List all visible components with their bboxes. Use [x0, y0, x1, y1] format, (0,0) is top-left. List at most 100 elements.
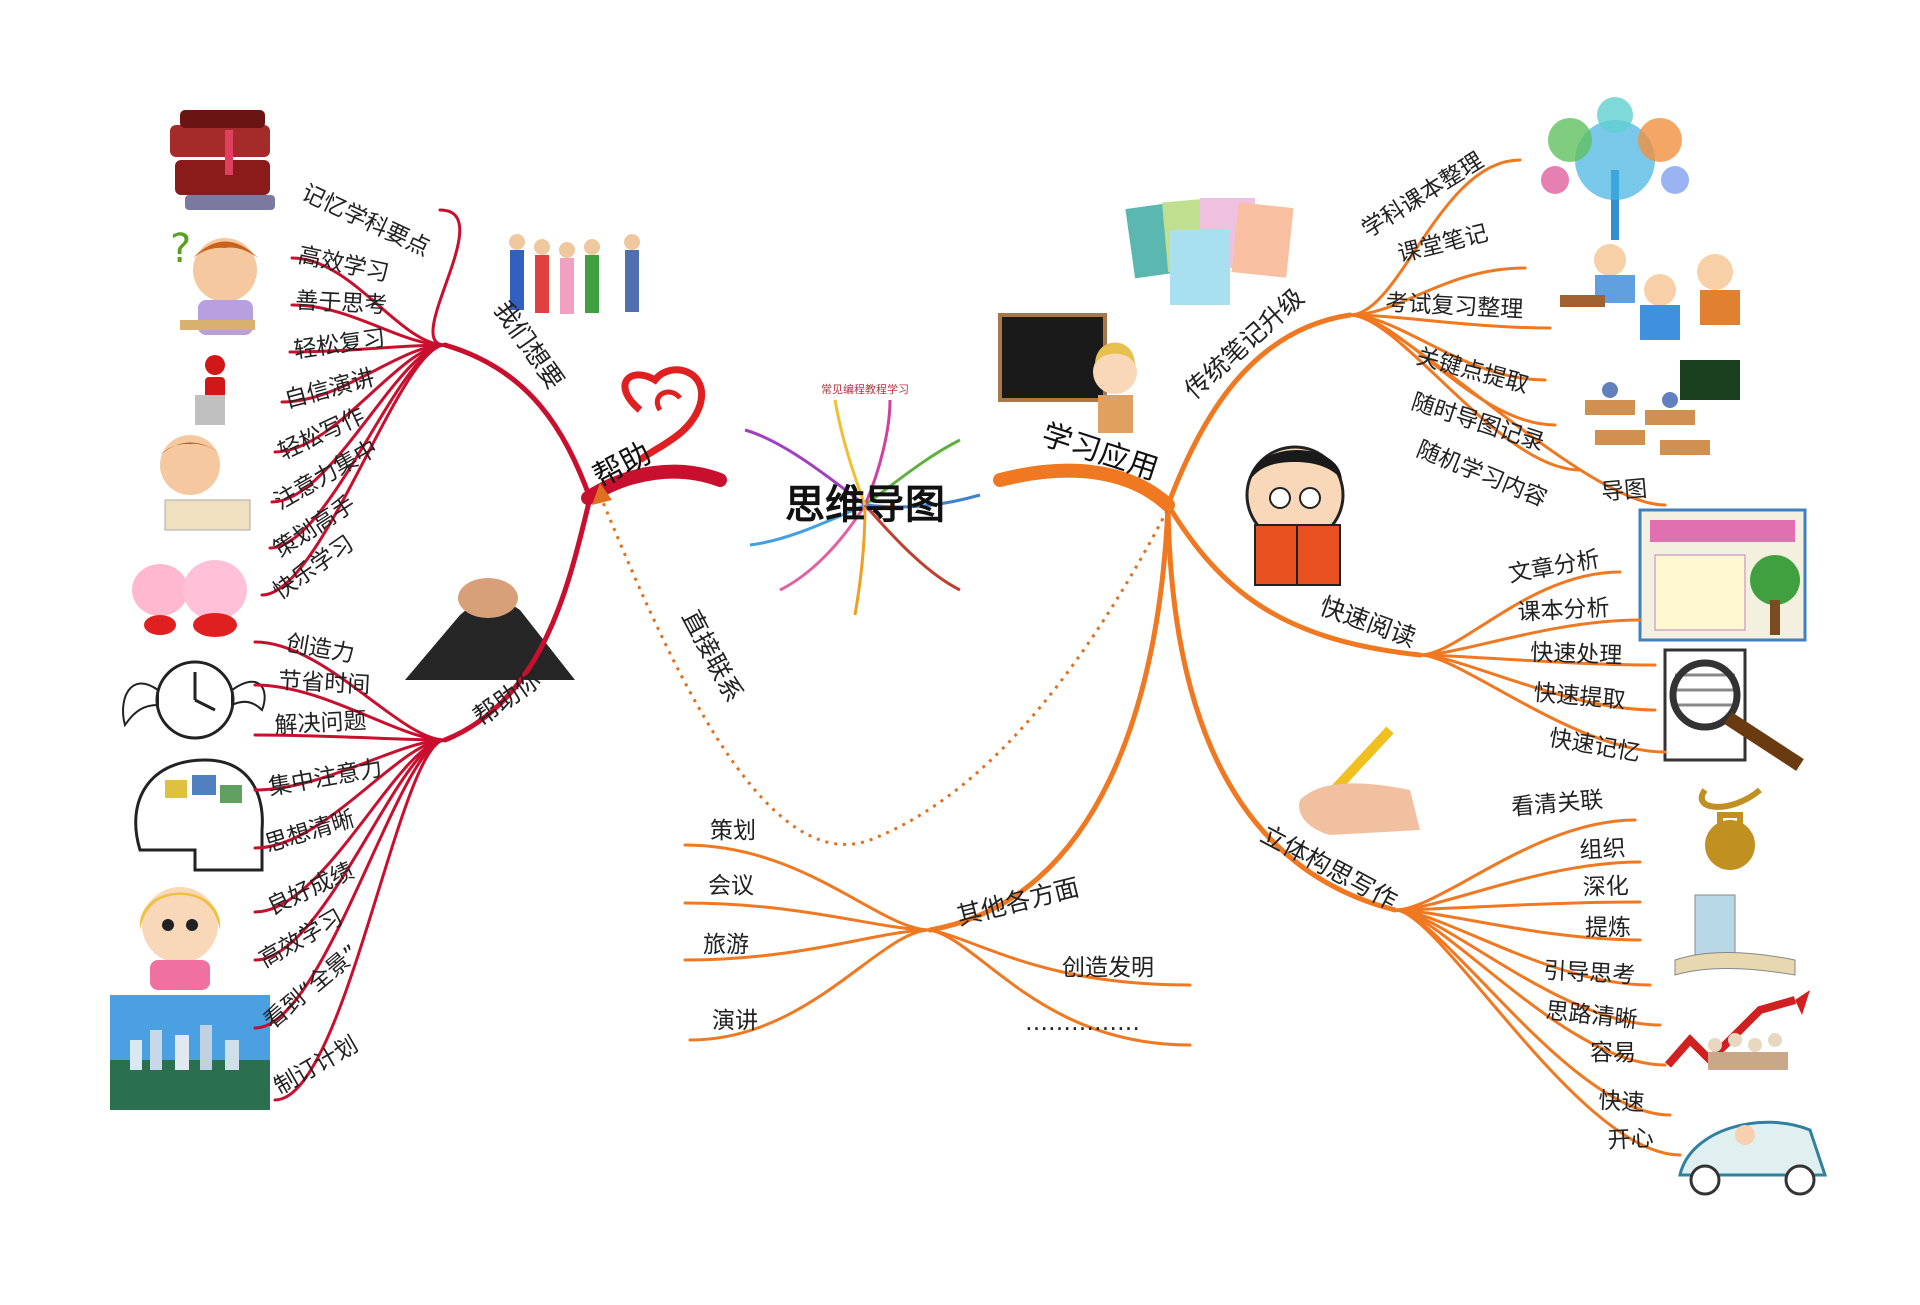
sub-writing-line: [1165, 502, 1398, 913]
writing-leaf-line-2: [1393, 860, 1642, 912]
want-leaf-line-6: [273, 343, 447, 454]
reading-leaf-4: 快速提取: [1532, 680, 1626, 714]
reading-leaf-line-3: [1418, 653, 1657, 667]
help-you-leaf-line-8: [253, 738, 447, 1030]
writing-leaf-line-4: [1393, 908, 1642, 942]
want-leaf-2: 高效学习: [296, 242, 391, 287]
other-leaf-1: 策划: [710, 818, 756, 844]
help-you-leaf-line-5: [253, 738, 447, 850]
help-you-leaf-line-1: [253, 640, 447, 742]
sub-other-line: [927, 502, 1171, 933]
sub-help-you-line: [442, 495, 593, 743]
want-leaf-line-2: [290, 256, 447, 347]
help-you-leaf-1: 创造力: [284, 630, 356, 668]
classroom-icon: [1585, 360, 1740, 455]
writing-leaf-6: 思路清晰: [1544, 998, 1638, 1033]
help-you-leaf-line-9: [273, 738, 447, 1102]
notes-leaf-line-4: [1348, 313, 1547, 382]
help-you-leaf-line-2: [253, 683, 447, 742]
speaker-icon: [195, 355, 225, 425]
writing-leaf-line-3: [1393, 900, 1642, 912]
want-leaf-line-9: [260, 343, 447, 597]
reading-boy-icon: [1245, 445, 1345, 586]
other-leaf-3: 旅游: [703, 932, 749, 958]
writing-leaf-7: 容易: [1590, 1040, 1636, 1066]
writing-leaf-4: 提炼: [1585, 915, 1631, 941]
trunk-app: [993, 463, 1175, 512]
studying-students-icon: [1560, 244, 1740, 340]
writing-leaf-8: 快速: [1598, 1088, 1645, 1116]
writing-leaf-5: 引导思考: [1543, 958, 1636, 989]
dotted-link-line: [598, 494, 1172, 846]
books-icon: [170, 110, 275, 210]
sub-reading-label: 快速阅读: [1316, 591, 1420, 652]
jumping-kids-icon: [509, 234, 640, 314]
other-leaf-line-2: [683, 901, 932, 932]
help-you-leaf-6: 良好成绩: [264, 858, 358, 920]
other-leaf-line-3: [683, 928, 932, 962]
sub-want-line: [442, 342, 593, 501]
handshake-icon: [405, 578, 575, 680]
smiling-girl-icon: [139, 887, 221, 990]
reading-leaf-line-2: [1418, 618, 1642, 657]
writing-leaf-9: 开心: [1607, 1126, 1654, 1154]
want-leaf-3: 善于思考: [295, 288, 388, 319]
notes-leaf-2: 课堂笔记: [1395, 220, 1491, 267]
help-you-leaf-3: 解决问题: [274, 708, 367, 739]
help-you-leaf-line-7: [253, 738, 447, 962]
poster-icon: [1638, 508, 1807, 642]
writing-leaf-1: 看清关联: [1510, 787, 1604, 821]
notebooks-icon: [1125, 197, 1294, 305]
center-title: 思维导图: [785, 482, 945, 528]
help-you-leaf-5: 思想清晰: [262, 806, 358, 858]
notes-leaf-7: 导图: [1600, 476, 1648, 506]
winged-clock-icon: [122, 660, 266, 740]
help-you-leaf-4: 集中注意力: [267, 755, 385, 801]
happy-faces-icon: [132, 560, 247, 637]
other-leaf-6: ……………: [1025, 1010, 1140, 1036]
reading-leaf-5: 快速记忆: [1547, 725, 1642, 767]
car-people-icon: [1678, 1120, 1828, 1196]
other-leaf-5: 创造发明: [1062, 955, 1154, 981]
city-skyline-icon: [110, 995, 270, 1110]
thinking-boy-icon: ?: [170, 226, 258, 335]
center-map-icon: [744, 399, 981, 616]
help-you-leaf-line-4: [253, 738, 447, 792]
help-you-leaf-line-6: [253, 738, 447, 914]
other-leaf-line-5: [928, 928, 1192, 987]
notes-leaf-line-2: [1348, 266, 1527, 317]
help-you-leaf-9: 制订计划: [270, 1032, 363, 1101]
reading-leaf-line-4: [1418, 653, 1657, 712]
center-caption: 常见编程教程学习: [821, 382, 909, 396]
reading-leaf-1: 文章分析: [1507, 546, 1602, 588]
writing-leaf-line-7: [1393, 908, 1667, 1067]
help-you-leaf-2: 节省时间: [278, 668, 371, 699]
question-mark-icon: ?: [170, 226, 191, 272]
writing-leaf-2: 组织: [1579, 836, 1626, 864]
tree-map-icon: [1541, 97, 1689, 240]
reading-leaf-2: 课本分析: [1517, 595, 1610, 626]
help-you-leaf-line-3: [253, 733, 447, 742]
want-leaf-4: 轻松复习: [292, 325, 387, 364]
want-leaf-line-4: [288, 343, 447, 354]
pencil-hand-icon: [1299, 726, 1420, 835]
want-leaf-5: 自信演讲: [282, 365, 378, 414]
want-leaf-line-5: [280, 343, 447, 404]
sub-notes-line: [1165, 312, 1353, 508]
reading-leaf-line-1: [1418, 570, 1622, 657]
other-leaf-line-1: [683, 843, 932, 932]
writing-leaf-3: 深化: [1582, 873, 1629, 901]
notes-leaf-line-7: [1348, 313, 1667, 507]
other-leaf-4: 演讲: [712, 1008, 758, 1034]
writing-leaf-line-1: [1393, 818, 1637, 912]
other-leaf-line-4: [688, 928, 932, 1042]
sub-reading-line: [1165, 502, 1423, 658]
want-leaf-line-3: [290, 303, 447, 347]
open-book-key-icon: [1674, 894, 1796, 976]
reading-leaf-line-5: [1418, 653, 1667, 754]
brain-head-icon: [134, 758, 264, 872]
link-label: 直接联系: [676, 605, 749, 707]
branch-lines: [253, 158, 1682, 1157]
notes-leaf-line-3: [1348, 313, 1552, 330]
